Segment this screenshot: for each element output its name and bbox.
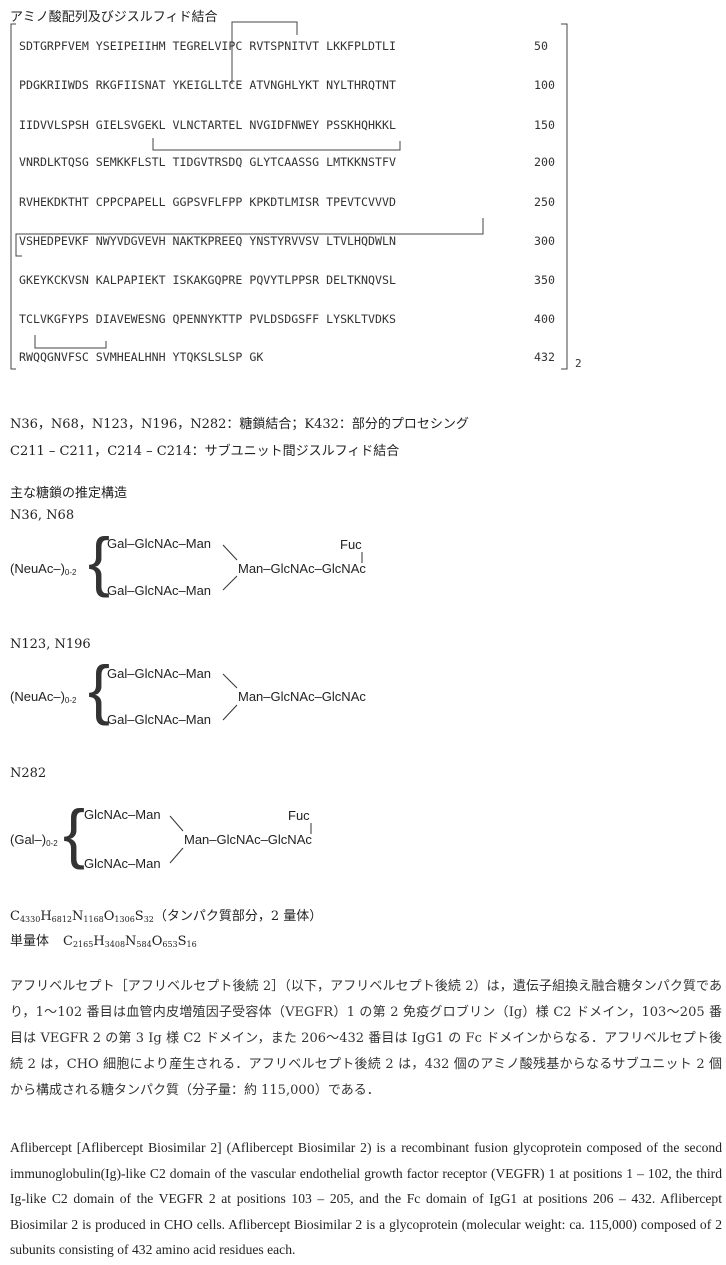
- glycan-sites-3: N282: [10, 766, 47, 781]
- sequence-number: 150: [534, 118, 555, 132]
- glycan-bonds: [169, 544, 363, 864]
- glycan-3-upper-bond: [169, 815, 184, 832]
- glycan-2-upper-antenna: Gal–GlcNAc–Man: [107, 666, 212, 681]
- sequence-number: 50: [534, 39, 548, 53]
- description-english: Aflibercept [Aflibercept Biosimilar 2] (…: [10, 1140, 722, 1257]
- glycan-3-prefix: (Gal–)0-2: [10, 832, 58, 848]
- disulfide-c30-c79: [231, 21, 298, 84]
- sequence-row: RVHEKDKTHT CPPCPAPELL GGPSVFLFPP KPKDTLM…: [19, 195, 396, 209]
- interchain-disulfide-note: C211 – C211，C214 – C214：サブユニット間ジスルフィド結合: [10, 444, 400, 459]
- sequence-number: 300: [534, 234, 555, 248]
- glycan-1-upper-antenna: Gal–GlcNAc–Man: [107, 536, 212, 551]
- glycan-2-prefix: (NeuAc–)0-2: [10, 689, 77, 705]
- glycan-3-lower-bond: [169, 847, 184, 864]
- glycan-3-core: Man–GlcNAc–GlcNAc: [184, 832, 312, 847]
- sequence-row: SDTGRPFVEM YSEIPEIIHM TEGRELVIPC RVTSPNI…: [19, 39, 396, 53]
- sequence-bracket-and-disulfides: [10, 21, 568, 370]
- glycan-2-core: Man–GlcNAc–GlcNAc: [238, 689, 366, 704]
- glycosylation-note: N36，N68，N123，N196，N282：糖鎖結合；K432：部分的プロセシ…: [10, 417, 469, 432]
- sequence-row: PDGKRIIWDS RKGFIISNAT YKEIGLLTCE ATVNGHL…: [19, 78, 396, 92]
- sequence-number: 250: [534, 195, 555, 209]
- glycan-3-fucose: Fuc: [288, 808, 310, 823]
- glycan-heading: 主な糖鎖の推定構造: [10, 486, 128, 501]
- disulfide-c124-c185: [152, 138, 401, 151]
- glycan-1-brace: {: [88, 524, 111, 598]
- dimer-subscript: 2: [575, 357, 582, 370]
- glycan-1-core: Man–GlcNAc–GlcNAc: [238, 561, 366, 576]
- sequence-row: IIDVVLSPSH GIELSVGEKL VLNCTARTEL NVGIDFN…: [19, 118, 396, 132]
- sequence-number: 200: [534, 155, 555, 169]
- glycan-1-fucose: Fuc: [340, 537, 362, 552]
- left-bracket: [10, 23, 16, 370]
- disulfide-c246-c306: [15, 218, 484, 257]
- glycan-3-brace: {: [63, 796, 86, 870]
- disulfide-c352-c410: [34, 335, 107, 349]
- sequence-row: RWQQGNVFSC SVMHEALHNH YTQKSLSLSP GK: [19, 350, 264, 364]
- glycan-sites-1: N36, N68: [10, 508, 75, 523]
- glycan-2-upper-bond: [222, 673, 238, 689]
- glycan-2-lower-bond: [222, 704, 238, 721]
- right-bracket: [561, 23, 568, 370]
- sequence-title: アミノ酸配列及びジスルフィド結合: [10, 10, 218, 25]
- glycan-1-upper-bond: [222, 544, 238, 561]
- monomer-label: 単量体: [10, 934, 50, 949]
- glycan-1-prefix: (NeuAc–)0-2: [10, 561, 77, 577]
- glycan-2-lower-antenna: Gal–GlcNAc–Man: [107, 712, 212, 727]
- description-japanese: アフリベルセプト［アフリベルセプト後続 2］（以下，アフリベルセプト後続 2）は…: [10, 979, 722, 1098]
- dimer-note: （タンパク質部分，2 量体）: [153, 909, 323, 924]
- sequence-row: VNRDLKTQSG SEMKKFLSTL TIDGVTRSDQ GLYTCAA…: [19, 155, 396, 169]
- sequence-row: VSHEDPEVKF NWYVDGVEVH NAKTKPREEQ YNSTYRV…: [19, 234, 396, 248]
- glycan-3-upper-antenna: GlcNAc–Man: [84, 807, 161, 822]
- sequence-number: 400: [534, 312, 555, 326]
- sequence-row: GKEYKCKVSN KALPAPIEKT ISKAKGQPRE PQVYTLP…: [19, 273, 396, 287]
- sequence-number: 350: [534, 273, 555, 287]
- glycan-2-brace: {: [88, 652, 111, 726]
- glycan-1-lower-antenna: Gal–GlcNAc–Man: [107, 583, 212, 598]
- sequence-number: 100: [534, 78, 555, 92]
- molecular-formula-dimer: C4330H6812N1168O1306S32（タンパク質部分，2 量体）: [10, 909, 323, 924]
- glycan-sites-2: N123, N196: [10, 637, 91, 652]
- sequence-row: TCLVKGFYPS DIAVEWESNG QPENNYKTTP PVLDSDG…: [19, 312, 396, 326]
- glycan-3-lower-antenna: GlcNAc–Man: [84, 856, 161, 871]
- glycan-1-lower-bond: [222, 575, 238, 591]
- sequence-number: 432: [534, 350, 555, 364]
